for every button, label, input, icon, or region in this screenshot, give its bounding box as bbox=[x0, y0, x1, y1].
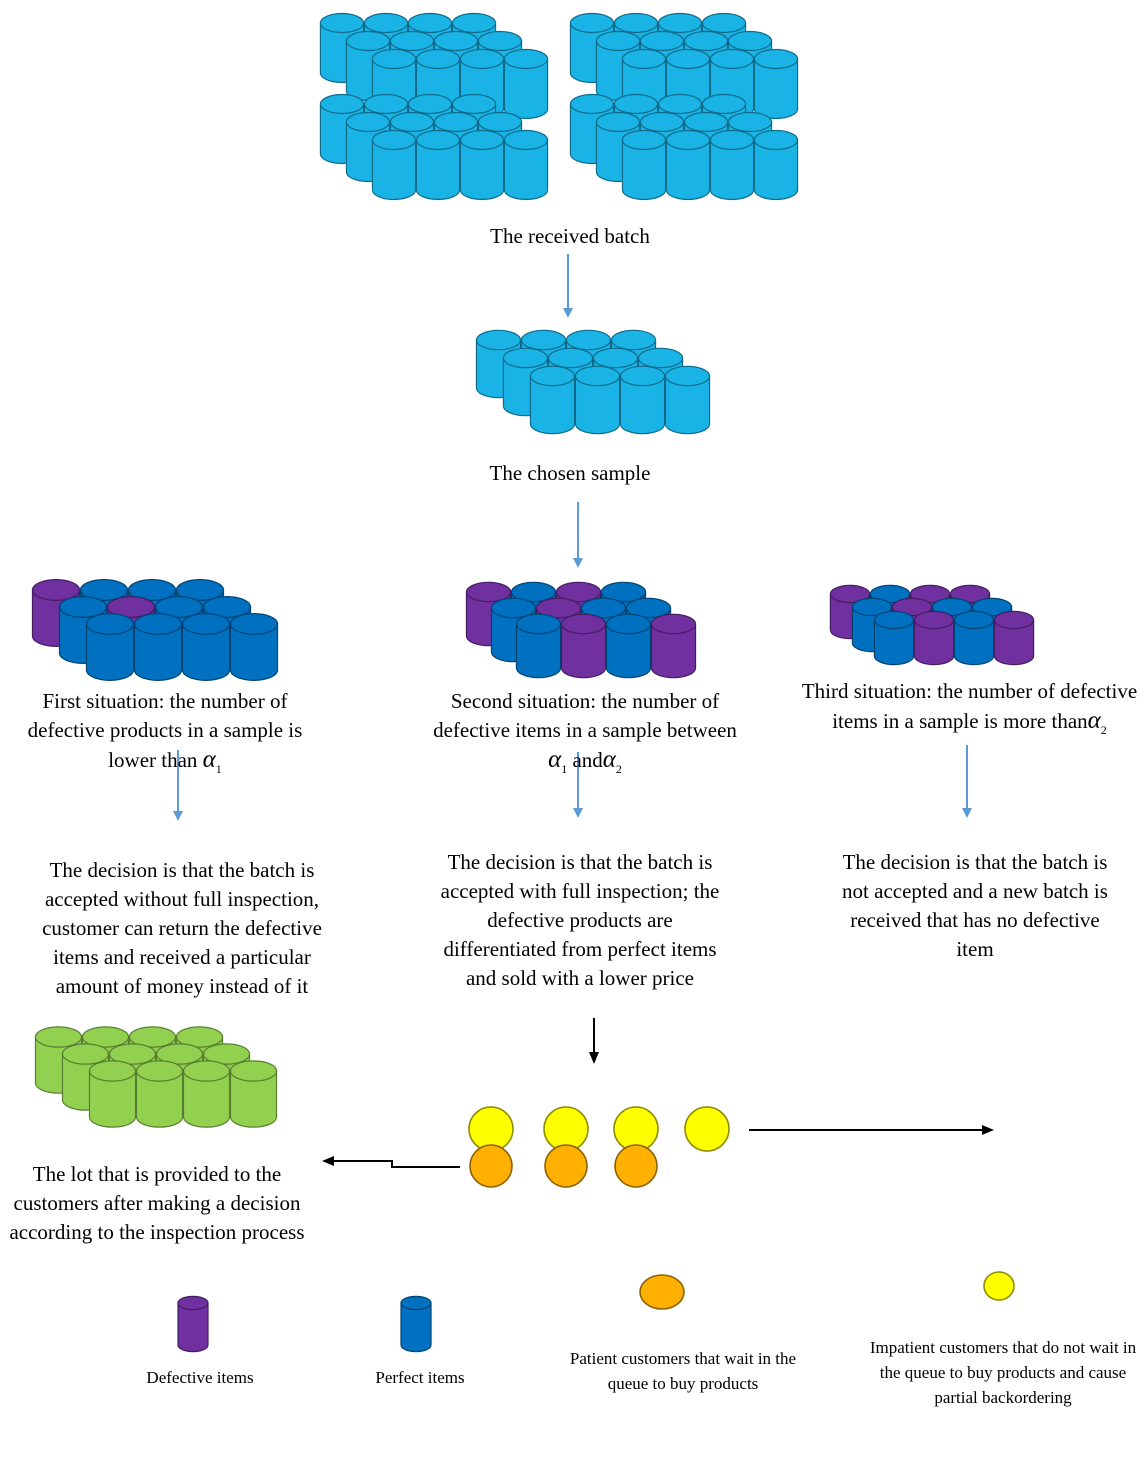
cylinder bbox=[181, 613, 231, 681]
cylinder bbox=[135, 1060, 184, 1128]
cylinder bbox=[229, 613, 279, 681]
cylinder bbox=[753, 129, 799, 201]
arrow-customers-to-lot bbox=[322, 1156, 460, 1168]
first-situation-label: First situation: the number of defective… bbox=[20, 687, 310, 784]
patient-customer-legend-icon bbox=[639, 1274, 685, 1310]
third-situation-label: Third situation: the number of defective… bbox=[797, 677, 1142, 745]
alpha-2-symbol: α2 bbox=[1087, 707, 1107, 737]
legend-patient-label: Patient customers that wait in the queue… bbox=[569, 1349, 797, 1393]
third-situation-sample bbox=[829, 584, 1035, 666]
cylinder bbox=[709, 129, 755, 201]
impatient-customer-legend-icon bbox=[983, 1271, 1015, 1301]
cylinder bbox=[873, 610, 915, 666]
patient-customer-circle bbox=[544, 1144, 588, 1188]
cylinder bbox=[560, 613, 607, 679]
legend-perfect-label: Perfect items bbox=[375, 1368, 465, 1387]
decision-1-text: The decision is that the batch is accept… bbox=[42, 858, 322, 998]
received-batch-block bbox=[319, 93, 549, 201]
cylinder bbox=[503, 48, 549, 120]
received-batch-block bbox=[569, 93, 799, 201]
perfect-items-legend-icon bbox=[400, 1295, 432, 1353]
alpha-2-symbol: α2 bbox=[602, 746, 622, 776]
received-batch-block bbox=[569, 12, 799, 120]
first-situation-sample bbox=[31, 579, 279, 681]
cylinder bbox=[953, 610, 995, 666]
cylinder bbox=[88, 1060, 137, 1128]
cylinder bbox=[529, 365, 576, 435]
cylinder bbox=[503, 129, 549, 201]
second-situation-sample bbox=[465, 581, 697, 679]
arrow-layer bbox=[173, 254, 994, 1168]
cylinder bbox=[621, 129, 667, 201]
defective-items-legend-icon bbox=[177, 1295, 209, 1353]
cylinder bbox=[133, 613, 183, 681]
cylinder bbox=[664, 365, 711, 435]
cylinder bbox=[229, 1060, 278, 1128]
second-situation-label: Second situation: the number of defectiv… bbox=[410, 687, 760, 784]
cylinder bbox=[753, 48, 799, 120]
impatient-customer-circle bbox=[684, 1106, 730, 1152]
first-situation-text: First situation: the number of defective… bbox=[27, 689, 303, 772]
cylinder bbox=[574, 365, 621, 435]
cylinder bbox=[650, 613, 697, 679]
cylinder bbox=[85, 613, 135, 681]
alpha-1-symbol: α1 bbox=[202, 746, 222, 776]
cylinder bbox=[415, 129, 461, 201]
received-batch-label: The received batch bbox=[490, 224, 650, 248]
cylinder bbox=[515, 613, 562, 679]
cylinder bbox=[371, 129, 417, 201]
legend-impatient-label: Impatient customers that do not wait in … bbox=[869, 1338, 1137, 1407]
second-situation-text: Second situation: the number of defectiv… bbox=[433, 689, 737, 742]
and-text: and bbox=[572, 748, 603, 772]
cylinder bbox=[619, 365, 666, 435]
cylinder bbox=[182, 1060, 231, 1128]
cylinder bbox=[605, 613, 652, 679]
cylinder bbox=[665, 129, 711, 201]
decision-2-text: The decision is that the batch is accept… bbox=[440, 850, 720, 990]
customer-circle-layer bbox=[468, 1106, 1015, 1310]
patient-customer-circle bbox=[614, 1144, 658, 1188]
alpha-1-symbol: α1 bbox=[548, 746, 568, 776]
cylinder bbox=[459, 129, 505, 201]
chosen-sample-label: The chosen sample bbox=[489, 461, 651, 485]
cylinder bbox=[993, 610, 1035, 666]
patient-customer-circle bbox=[469, 1144, 513, 1188]
lot-provided-text: The lot that is provided to the customer… bbox=[9, 1162, 305, 1244]
decision-3-text: The decision is that the batch is not ac… bbox=[842, 850, 1108, 961]
legend-defective-label: Defective items bbox=[146, 1368, 254, 1387]
cylinder-layer bbox=[31, 12, 1035, 1353]
third-situation-text: Third situation: the number of defective… bbox=[801, 679, 1138, 733]
accepted-lot-group bbox=[34, 1026, 278, 1128]
chosen-sample-group bbox=[475, 329, 711, 435]
cylinder bbox=[913, 610, 955, 666]
